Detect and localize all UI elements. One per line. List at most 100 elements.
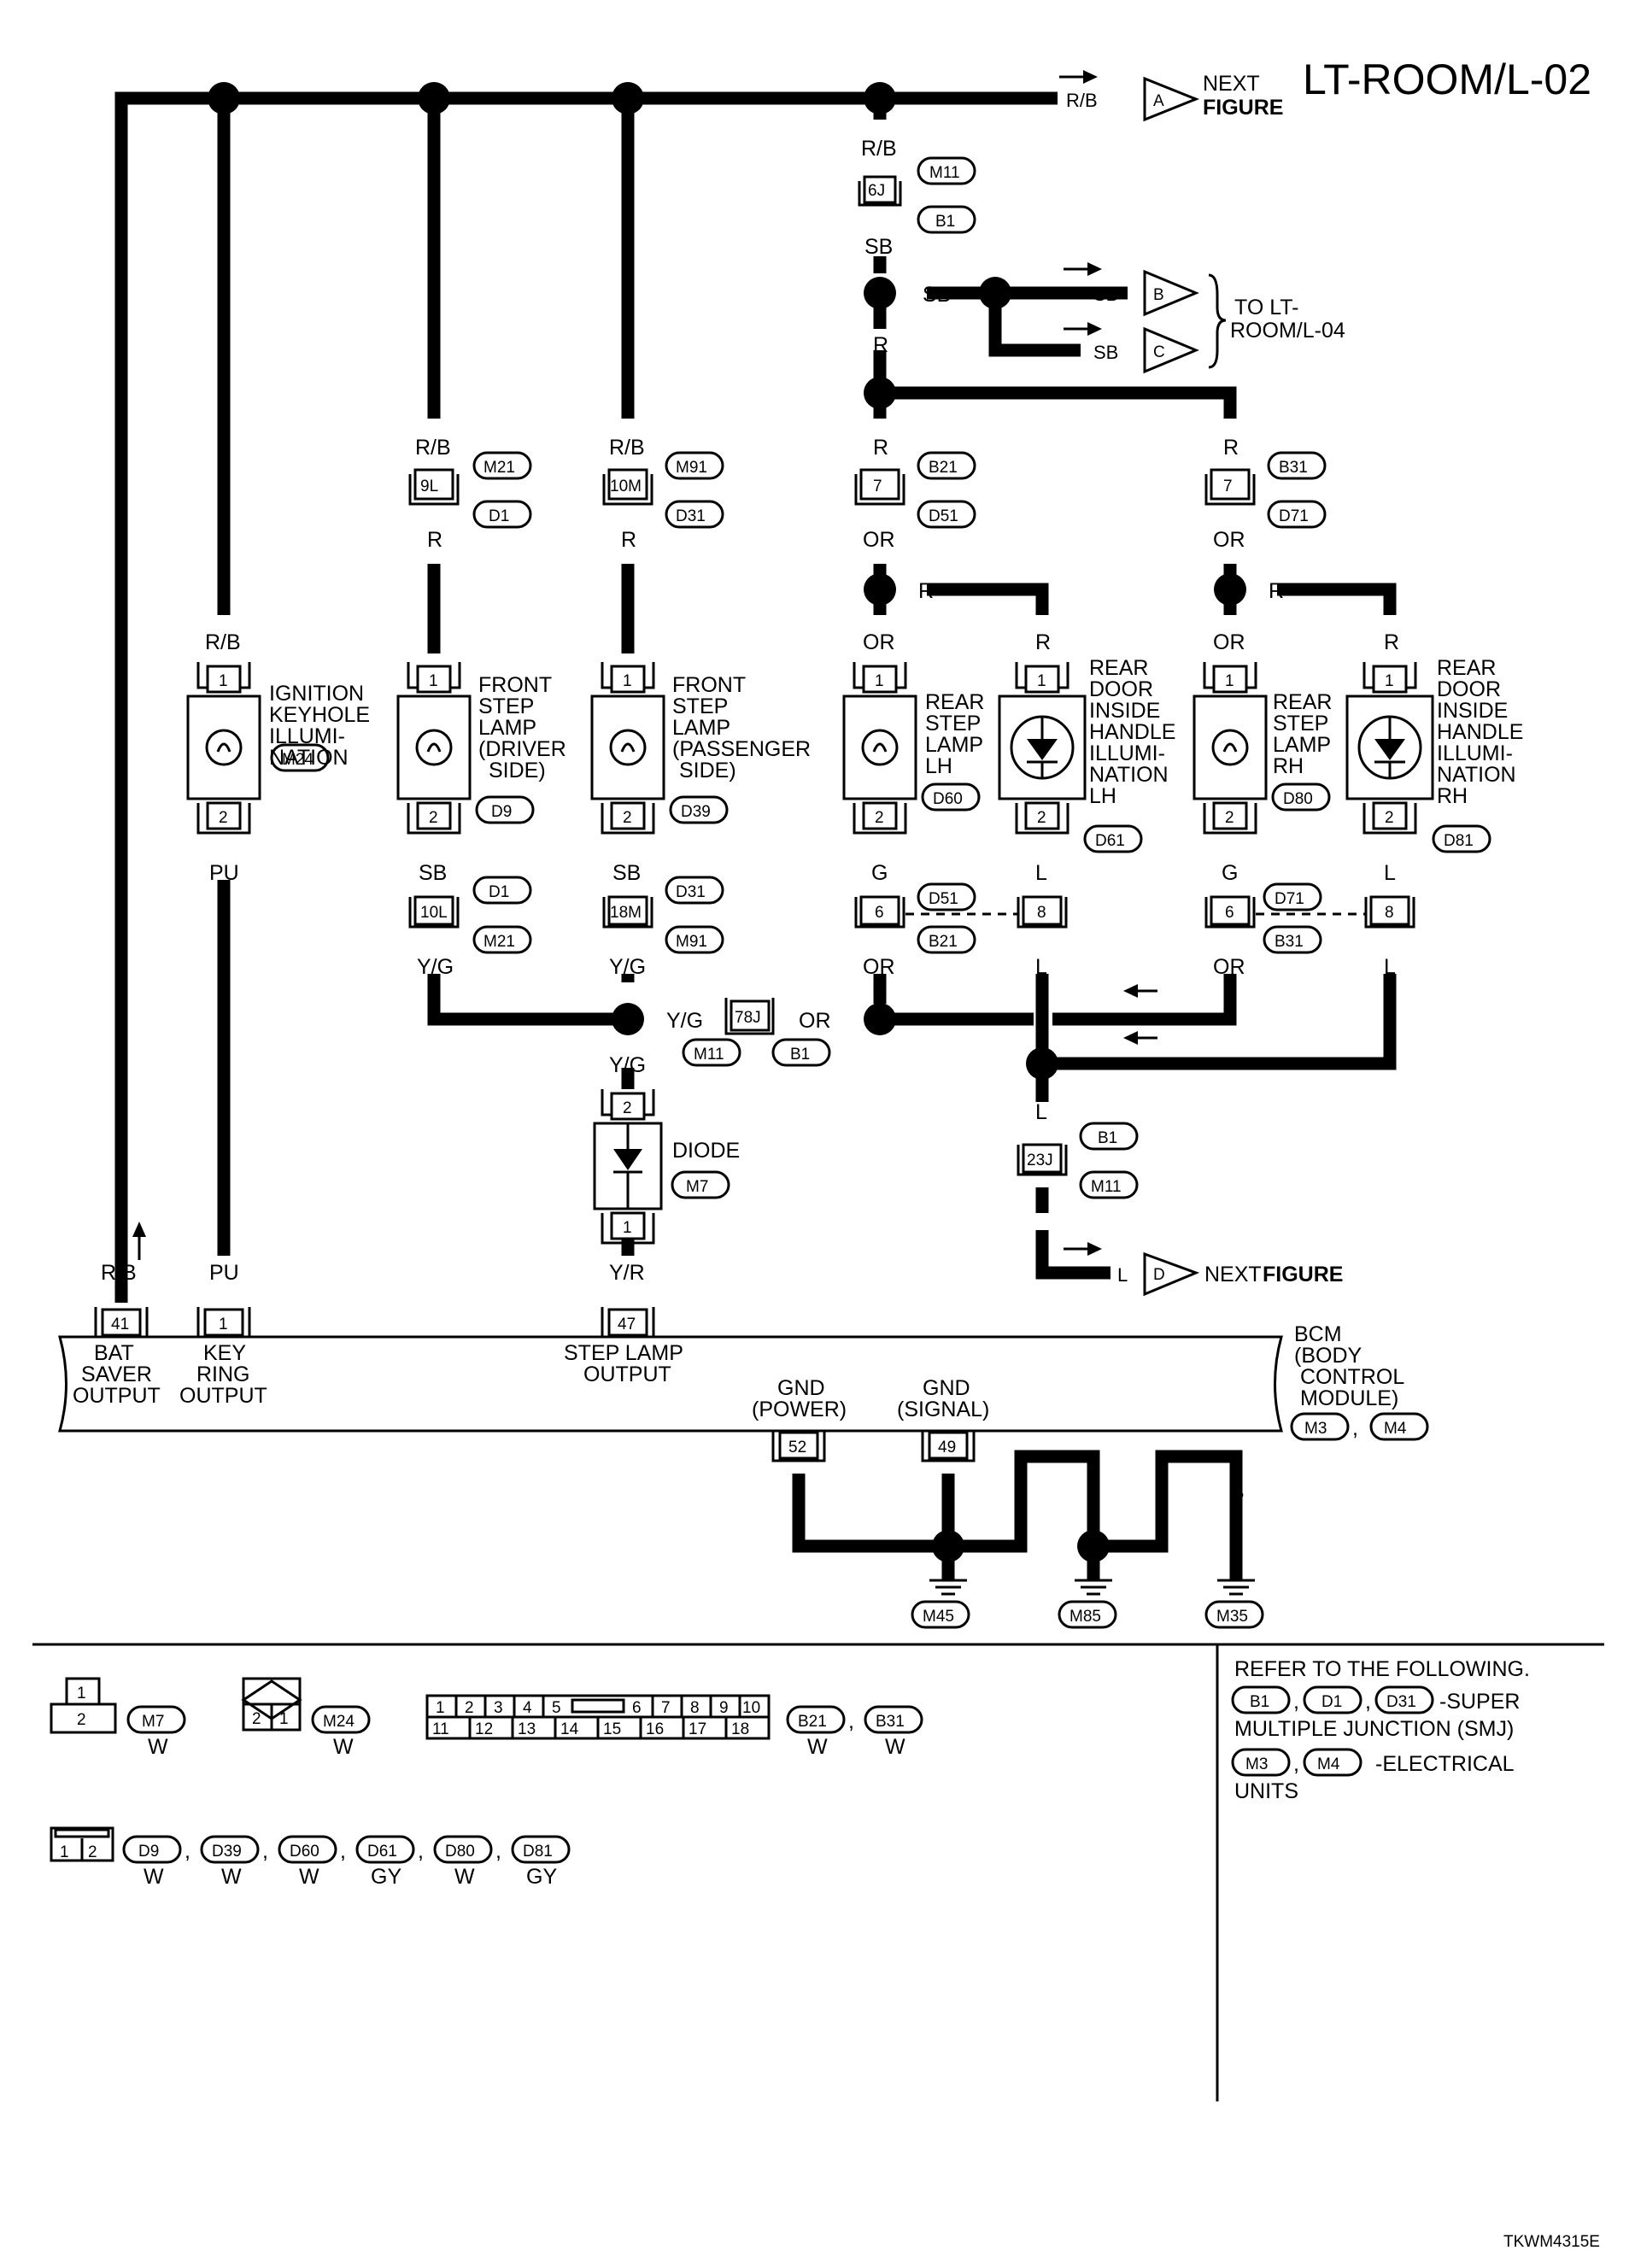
svg-text:D80: D80: [445, 1843, 475, 1861]
terminal-6j: 6J: [858, 175, 902, 207]
svg-text:2: 2: [252, 1710, 261, 1728]
grid-cell-label: 7: [661, 1699, 671, 1717]
grid-cell-label: 10: [742, 1699, 760, 1717]
svg-text:D31: D31: [676, 883, 706, 901]
svg-text:REAR: REAR: [1437, 656, 1496, 680]
svg-text:GND: GND: [777, 1376, 825, 1400]
svg-text:18M: 18M: [610, 904, 642, 922]
svg-text:,: ,: [1365, 1690, 1371, 1714]
svg-text:M7: M7: [142, 1713, 164, 1731]
svg-text:(POWER): (POWER): [752, 1398, 847, 1421]
svg-text:B31: B31: [876, 1713, 905, 1731]
svg-text:SB: SB: [923, 283, 951, 307]
svg-text:M7: M7: [686, 1178, 708, 1196]
svg-text:L: L: [1117, 1264, 1128, 1286]
svg-text:B1: B1: [790, 1046, 810, 1064]
terminal-7-rh: 7: [1204, 468, 1256, 506]
svg-text:SB: SB: [419, 861, 447, 885]
svg-text:D81: D81: [523, 1843, 553, 1861]
terminal-8-lh: 8: [1017, 895, 1068, 929]
svg-text:SAVER: SAVER: [81, 1363, 152, 1386]
svg-text:B21: B21: [798, 1713, 827, 1731]
svg-text:2: 2: [623, 809, 632, 827]
svg-text:DIODE: DIODE: [672, 1139, 740, 1163]
svg-text:SB: SB: [1093, 284, 1118, 305]
svg-text:,: ,: [340, 1839, 346, 1863]
svg-text:1: 1: [1225, 672, 1234, 690]
svg-text:W: W: [144, 1865, 164, 1889]
rear-step-lamp-lh: 1 2 REAR STEP LAMP LH: [842, 662, 984, 835]
svg-text:1: 1: [279, 1710, 289, 1728]
svg-text:M91: M91: [676, 459, 707, 477]
svg-text:,: ,: [418, 1839, 424, 1863]
rear-door-handle-illumination-rh: 1 2 REAR DOOR INSIDE HANDLE ILLUMI- NATI…: [1345, 656, 1523, 835]
svg-text:L: L: [1035, 1100, 1047, 1124]
svg-text:D: D: [1153, 1266, 1165, 1284]
svg-text:OR: OR: [799, 1009, 831, 1033]
grid-cell-label: 1: [436, 1699, 445, 1717]
svg-text:RING: RING: [196, 1363, 250, 1386]
svg-text:,: ,: [1293, 1752, 1299, 1776]
svg-text:REFER TO THE FOLLOWING.: REFER TO THE FOLLOWING.: [1234, 1657, 1530, 1681]
svg-text:W: W: [454, 1865, 475, 1889]
svg-text:M91: M91: [676, 933, 707, 951]
svg-text:G: G: [1222, 861, 1238, 885]
svg-text:R: R: [1269, 579, 1284, 603]
wire-color-labels: R/B SB SB R R R R/B R/B R R OR OR R R OR…: [101, 137, 1399, 1504]
svg-text:D61: D61: [1095, 832, 1125, 850]
svg-text:W: W: [333, 1735, 354, 1759]
svg-text:R: R: [873, 333, 888, 357]
svg-text:M4: M4: [1384, 1420, 1407, 1438]
svg-text:,: ,: [185, 1839, 190, 1863]
svg-text:D71: D71: [1275, 890, 1304, 908]
svg-text:OR: OR: [863, 630, 895, 654]
svg-text:G: G: [871, 861, 888, 885]
svg-text:10L: 10L: [420, 904, 448, 922]
svg-text:REAR: REAR: [1089, 656, 1148, 680]
svg-text:1: 1: [429, 672, 438, 690]
svg-text:R/B: R/B: [1066, 90, 1098, 111]
svg-text:,: ,: [1293, 1690, 1299, 1714]
svg-text:8: 8: [1037, 904, 1046, 922]
terminal-18m: 18M: [602, 895, 653, 929]
svg-text:NEXT: NEXT: [1204, 1263, 1262, 1286]
offpage-b: SB B: [1093, 269, 1199, 317]
svg-text:6: 6: [1225, 904, 1234, 922]
wires: [114, 91, 1397, 1580]
grid-cell-label: 5: [552, 1699, 561, 1717]
terminal-7-lh: 7: [854, 468, 905, 506]
svg-text:B21: B21: [929, 459, 958, 477]
svg-text:OR: OR: [1213, 528, 1245, 552]
svg-text:R/B: R/B: [861, 137, 897, 161]
svg-text:B: B: [941, 1480, 956, 1504]
svg-text:1: 1: [219, 672, 228, 690]
svg-text:2: 2: [623, 1099, 632, 1117]
svg-text:D31: D31: [676, 507, 706, 525]
svg-text:L: L: [1035, 1194, 1047, 1218]
svg-text:78J: 78J: [735, 1009, 761, 1027]
svg-text:B: B: [1230, 1480, 1245, 1504]
svg-text:OUTPUT: OUTPUT: [179, 1384, 267, 1408]
svg-text:GND: GND: [923, 1376, 970, 1400]
svg-text:DOOR: DOOR: [1437, 677, 1501, 701]
ignition-keyhole-illumination: 1 2 IGNITION KEYHOLE ILLUMI- NATION: [186, 662, 370, 835]
svg-text:,: ,: [495, 1839, 501, 1863]
svg-text:M3: M3: [1245, 1755, 1268, 1773]
svg-text:GY: GY: [371, 1865, 401, 1889]
svg-text:2: 2: [219, 809, 228, 827]
grid-cell-label: 16: [646, 1720, 664, 1738]
grid-cell-label: 8: [690, 1699, 700, 1717]
svg-text:M24: M24: [323, 1713, 355, 1731]
svg-text:OUTPUT: OUTPUT: [583, 1363, 671, 1386]
svg-text:Y/G: Y/G: [417, 955, 454, 979]
svg-text:2: 2: [1037, 809, 1046, 827]
svg-text:INSIDE: INSIDE: [1437, 699, 1508, 723]
svg-text:SIDE): SIDE): [489, 759, 546, 782]
svg-text:1: 1: [623, 1219, 632, 1237]
svg-text:Y/R: Y/R: [609, 1261, 645, 1285]
svg-text:7: 7: [1223, 478, 1233, 495]
terminal-9l: 9L: [408, 468, 460, 506]
svg-text:STEP: STEP: [925, 712, 981, 735]
